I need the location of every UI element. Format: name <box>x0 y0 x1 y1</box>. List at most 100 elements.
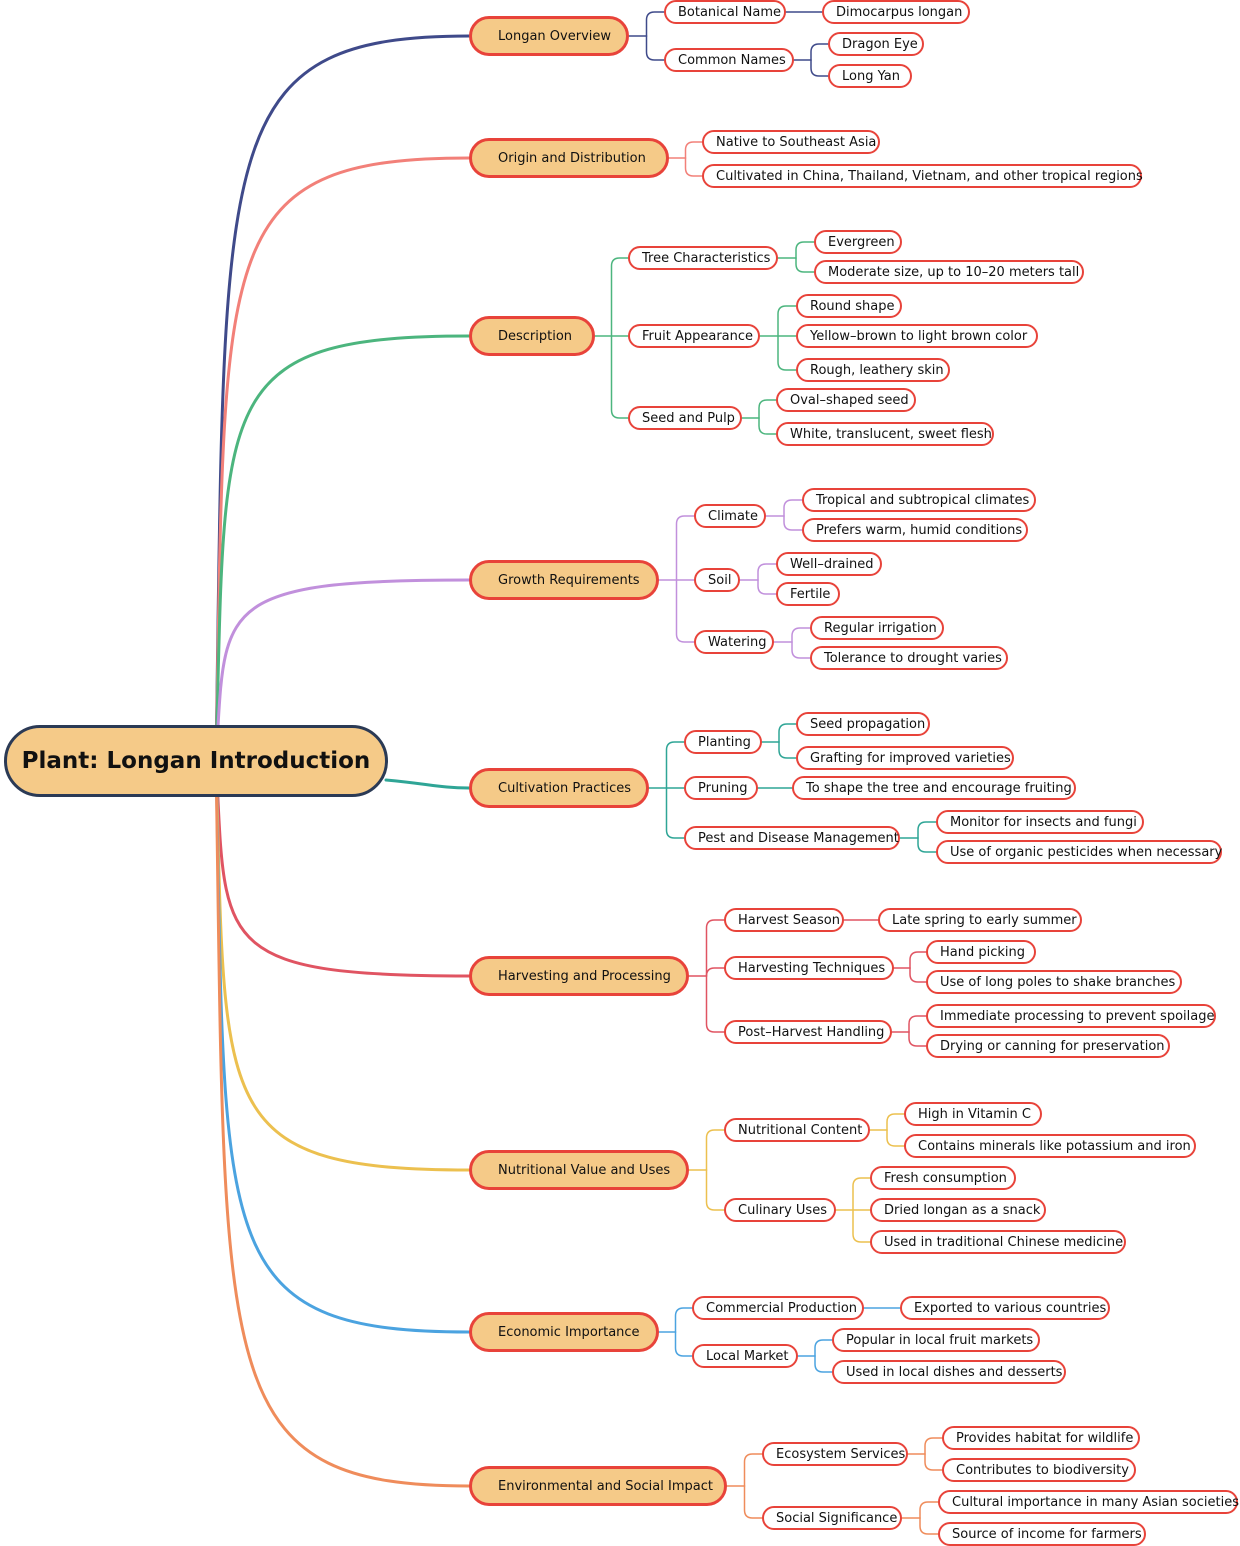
detail-round-shape[interactable]: Round shape <box>796 294 902 318</box>
detail-grafting[interactable]: Grafting for improved varieties <box>796 746 1014 770</box>
connector-line <box>705 975 725 1033</box>
connector-line <box>705 1169 725 1211</box>
connector-line <box>919 1517 939 1535</box>
connector-line <box>795 257 815 273</box>
detail-vitamin-c[interactable]: High in Vitamin C <box>904 1102 1042 1126</box>
connector-line <box>783 499 803 517</box>
connector-line <box>684 141 703 159</box>
connector-line <box>610 335 629 419</box>
connector-line <box>814 1355 833 1373</box>
subtopic-social-significance[interactable]: Social Significance <box>762 1506 902 1530</box>
detail-source-income[interactable]: Source of income for farmers <box>938 1522 1146 1546</box>
detail-minerals[interactable]: Contains minerals like potassium and iro… <box>904 1134 1196 1158</box>
detail-warm-humid[interactable]: Prefers warm, humid conditions <box>802 518 1028 542</box>
subtopic-harvest-season[interactable]: Harvest Season <box>724 908 844 932</box>
connector-line <box>665 787 685 839</box>
connector-line <box>757 563 777 581</box>
detail-habitat-wildlife[interactable]: Provides habitat for wildlife <box>942 1426 1140 1450</box>
detail-cultural-importance[interactable]: Cultural importance in many Asian societ… <box>938 1490 1239 1514</box>
detail-shape-tree[interactable]: To shape the tree and encourage fruiting <box>792 776 1076 800</box>
detail-rough-leathery-skin[interactable]: Rough, leathery skin <box>796 358 950 382</box>
connector-line <box>705 1129 725 1171</box>
detail-regular-irrigation[interactable]: Regular irrigation <box>810 616 944 640</box>
detail-organic-pesticides[interactable]: Use of organic pesticides when necessary <box>936 840 1222 864</box>
detail-biodiversity[interactable]: Contributes to biodiversity <box>942 1458 1136 1482</box>
connector-line <box>814 1339 833 1357</box>
subtopic-culinary-uses[interactable]: Culinary Uses <box>724 1198 836 1222</box>
detail-immediate-processing[interactable]: Immediate processing to prevent spoilage <box>926 1004 1216 1028</box>
detail-fresh-consumption[interactable]: Fresh consumption <box>870 1166 1016 1190</box>
detail-dimocarpus-longan[interactable]: Dimocarpus longan <box>822 0 970 24</box>
central-topic[interactable]: Plant: Longan Introduction <box>4 725 388 797</box>
detail-dried-snack[interactable]: Dried longan as a snack <box>870 1198 1046 1222</box>
detail-dragon-eye[interactable]: Dragon Eye <box>828 32 924 56</box>
detail-moderate-size[interactable]: Moderate size, up to 10–20 meters tall <box>814 260 1084 284</box>
topic-harvesting-processing[interactable]: Harvesting and Processing <box>469 956 689 996</box>
connector-line <box>924 1437 943 1455</box>
detail-evergreen[interactable]: Evergreen <box>814 230 902 254</box>
detail-late-spring[interactable]: Late spring to early summer <box>878 908 1082 932</box>
connector-line <box>758 399 777 419</box>
detail-tropical-climates[interactable]: Tropical and subtropical climates <box>802 488 1036 512</box>
subtopic-tree-characteristics[interactable]: Tree Characteristics <box>628 246 778 270</box>
detail-fertile[interactable]: Fertile <box>776 582 840 606</box>
connector-line <box>909 951 927 969</box>
branch-line <box>384 778 471 790</box>
connector-line <box>886 1113 905 1131</box>
connector-line <box>908 1031 927 1047</box>
detail-fruit-markets[interactable]: Popular in local fruit markets <box>832 1328 1040 1352</box>
connector-line <box>810 59 829 77</box>
subtopic-local-market[interactable]: Local Market <box>692 1344 798 1368</box>
connector-line <box>886 1129 905 1147</box>
subtopic-climate[interactable]: Climate <box>694 504 766 528</box>
connector-line <box>645 35 665 61</box>
topic-longan-overview[interactable]: Longan Overview <box>469 16 629 56</box>
detail-well-drained[interactable]: Well–drained <box>776 552 882 576</box>
detail-cultivated-regions[interactable]: Cultivated in China, Thailand, Vietnam, … <box>702 164 1143 188</box>
topic-growth-requirements[interactable]: Growth Requirements <box>469 560 659 600</box>
subtopic-harvesting-techniques[interactable]: Harvesting Techniques <box>724 956 894 980</box>
detail-monitor-insects[interactable]: Monitor for insects and fungi <box>936 810 1144 834</box>
connector-line <box>743 1485 763 1519</box>
subtopic-soil[interactable]: Soil <box>694 568 740 592</box>
detail-local-dishes[interactable]: Used in local dishes and desserts <box>832 1360 1066 1384</box>
detail-drying-canning[interactable]: Drying or canning for preservation <box>926 1034 1170 1058</box>
detail-long-yan[interactable]: Long Yan <box>828 64 912 88</box>
subtopic-ecosystem-services[interactable]: Ecosystem Services <box>762 1442 908 1466</box>
subtopic-commercial-production[interactable]: Commercial Production <box>692 1296 864 1320</box>
detail-long-poles[interactable]: Use of long poles to shake branches <box>926 970 1182 994</box>
detail-yellow-brown-color[interactable]: Yellow–brown to light brown color <box>796 324 1038 348</box>
subtopic-nutritional-content[interactable]: Nutritional Content <box>724 1118 870 1142</box>
detail-hand-picking[interactable]: Hand picking <box>926 940 1036 964</box>
connector-line <box>684 157 703 177</box>
topic-nutritional-value[interactable]: Nutritional Value and Uses <box>469 1150 689 1190</box>
topic-description[interactable]: Description <box>469 316 595 356</box>
connector-line <box>777 305 797 337</box>
subtopic-seed-and-pulp[interactable]: Seed and Pulp <box>628 406 742 430</box>
topic-cultivation-practices[interactable]: Cultivation Practices <box>469 768 649 808</box>
subtopic-fruit-appearance[interactable]: Fruit Appearance <box>628 324 760 348</box>
connector-line <box>675 515 695 581</box>
subtopic-planting[interactable]: Planting <box>684 730 762 754</box>
detail-drought-tolerance[interactable]: Tolerance to drought varies <box>810 646 1008 670</box>
detail-oval-shaped-seed[interactable]: Oval–shaped seed <box>776 388 916 412</box>
topic-origin-distribution[interactable]: Origin and Distribution <box>469 138 669 178</box>
subtopic-botanical-name[interactable]: Botanical Name <box>664 0 786 24</box>
detail-seed-propagation[interactable]: Seed propagation <box>796 712 930 736</box>
subtopic-pruning[interactable]: Pruning <box>684 776 758 800</box>
subtopic-common-names[interactable]: Common Names <box>664 48 794 72</box>
connector-line <box>675 579 695 643</box>
detail-sweet-flesh[interactable]: White, translucent, sweet flesh <box>776 422 994 446</box>
subtopic-pest-disease[interactable]: Pest and Disease Management <box>684 826 900 850</box>
detail-native-southeast-asia[interactable]: Native to Southeast Asia <box>702 130 880 154</box>
detail-chinese-medicine[interactable]: Used in traditional Chinese medicine <box>870 1230 1126 1254</box>
subtopic-post-harvest[interactable]: Post–Harvest Handling <box>724 1020 892 1044</box>
subtopic-watering[interactable]: Watering <box>694 630 774 654</box>
topic-environmental-social[interactable]: Environmental and Social Impact <box>469 1466 727 1506</box>
connector-line <box>795 241 815 259</box>
branch-line <box>214 758 471 1172</box>
topic-economic-importance[interactable]: Economic Importance <box>469 1312 659 1352</box>
detail-exported[interactable]: Exported to various countries <box>900 1296 1110 1320</box>
connector-line <box>909 967 927 983</box>
branch-line <box>214 758 471 1488</box>
